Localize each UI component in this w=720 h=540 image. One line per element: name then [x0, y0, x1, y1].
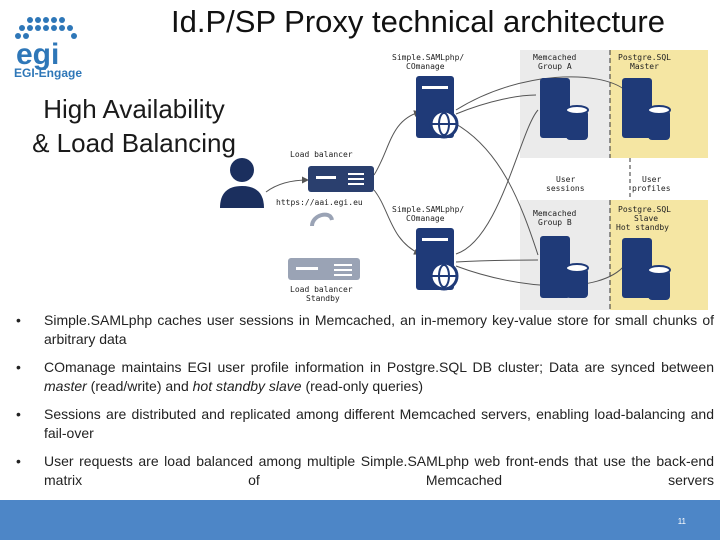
- lb-url: https://aai.egi.eu: [276, 198, 363, 207]
- memcached-b-label: Memcached: [533, 209, 577, 218]
- architecture-diagram: Load balancer https://aai.egi.eu Load ba…: [220, 50, 708, 310]
- slide-subtitle: High Availability & Load Balancing: [14, 92, 254, 160]
- logo-brand-text: EGI-Engage: [14, 66, 83, 80]
- bullet-dot-icon: •: [16, 453, 21, 469]
- bullet-dot-icon: •: [16, 359, 21, 375]
- load-balancer-icon: [308, 166, 374, 192]
- saml-a-to-memcached-a: [455, 94, 537, 115]
- user-sessions-label: sessions: [546, 184, 585, 193]
- saml-a-to-memcached-b: [455, 123, 539, 256]
- saml-b-to-memcached-a: [455, 109, 539, 255]
- postgres-master-server-icon: [622, 78, 671, 140]
- user-profiles-label: profiles: [632, 184, 671, 193]
- memcached-a-label: Group A: [538, 62, 572, 71]
- bullet-text: (read-only queries): [301, 378, 423, 394]
- bullet-text: User requests are load balanced among mu…: [44, 453, 714, 488]
- subtitle-line: & Load Balancing: [32, 128, 236, 158]
- bullet-dot-icon: •: [16, 312, 21, 328]
- postgres-slave-server-icon: [622, 238, 671, 300]
- bullet-item: • Sessions are distributed and replicated…: [14, 405, 714, 443]
- saml-a-label: COmanage: [406, 62, 445, 71]
- bullet-text: COmanage maintains EGI user profile info…: [44, 359, 714, 375]
- saml-a-label: Simple.SAMLphp/: [392, 53, 464, 62]
- lb-standby-label: Standby: [306, 294, 340, 303]
- saml-b-to-memcached-b: [455, 259, 539, 263]
- memcached-b-label: Group B: [538, 218, 572, 227]
- pg-slave-label: Hot standby: [616, 223, 669, 232]
- subtitle-line: High Availability: [43, 94, 225, 124]
- sync-arrow-icon: [310, 212, 334, 227]
- slide-title: Id.P/SP Proxy technical architecture: [171, 4, 665, 39]
- bullet-item: • User requests are load balanced among m…: [14, 452, 714, 490]
- page-number: 11: [677, 517, 686, 526]
- bullet-list: • Simple.SAMLphp caches user sessions in …: [14, 311, 714, 499]
- lb-standby-label: Load balancer: [290, 285, 353, 294]
- pg-master-label: Master: [630, 62, 659, 71]
- egi-logo: egi: [15, 17, 77, 71]
- saml-server-a-icon: [416, 76, 459, 139]
- bullet-text: Sessions are distributed and replicated …: [44, 406, 714, 441]
- lb-to-saml-a-arrow: [373, 110, 421, 176]
- bullet-text: hot standby slave: [192, 378, 302, 394]
- memcached-a-label: Memcached: [533, 53, 577, 62]
- user-icon: [220, 158, 264, 208]
- pg-master-label: Postgre.SQL: [618, 53, 671, 62]
- memcached-server-a-icon: [540, 78, 589, 140]
- bullet-text: Simple.SAMLphp caches user sessions in M…: [44, 312, 714, 347]
- bullet-item: • Simple.SAMLphp caches user sessions in …: [14, 311, 714, 349]
- lb-to-saml-b-arrow: [373, 189, 421, 255]
- saml-b-label: Simple.SAMLphp/: [392, 205, 464, 214]
- pg-slave-label: Postgre.SQL: [618, 205, 671, 214]
- memcached-server-b-icon: [540, 236, 589, 298]
- bullet-text: master: [44, 378, 87, 394]
- saml-server-b-icon: [416, 228, 459, 291]
- saml-b-label: COmanage: [406, 214, 445, 223]
- user-sessions-label: User: [556, 175, 575, 184]
- bullet-text: (read/write) and: [86, 378, 193, 394]
- footer-bar: 11: [0, 500, 720, 540]
- svg-text:egi: egi: [16, 38, 59, 71]
- bullet-item: • COmanage maintains EGI user profile inf…: [14, 358, 714, 396]
- saml-a-to-pg-master: [455, 76, 626, 111]
- user-to-lb-arrow: [265, 176, 309, 193]
- load-balancer-standby-icon: [288, 258, 360, 280]
- user-profiles-label: User: [642, 175, 661, 184]
- lb-label: Load balancer: [290, 150, 353, 159]
- bullet-dot-icon: •: [16, 406, 21, 422]
- pg-slave-label: Slave: [634, 214, 658, 223]
